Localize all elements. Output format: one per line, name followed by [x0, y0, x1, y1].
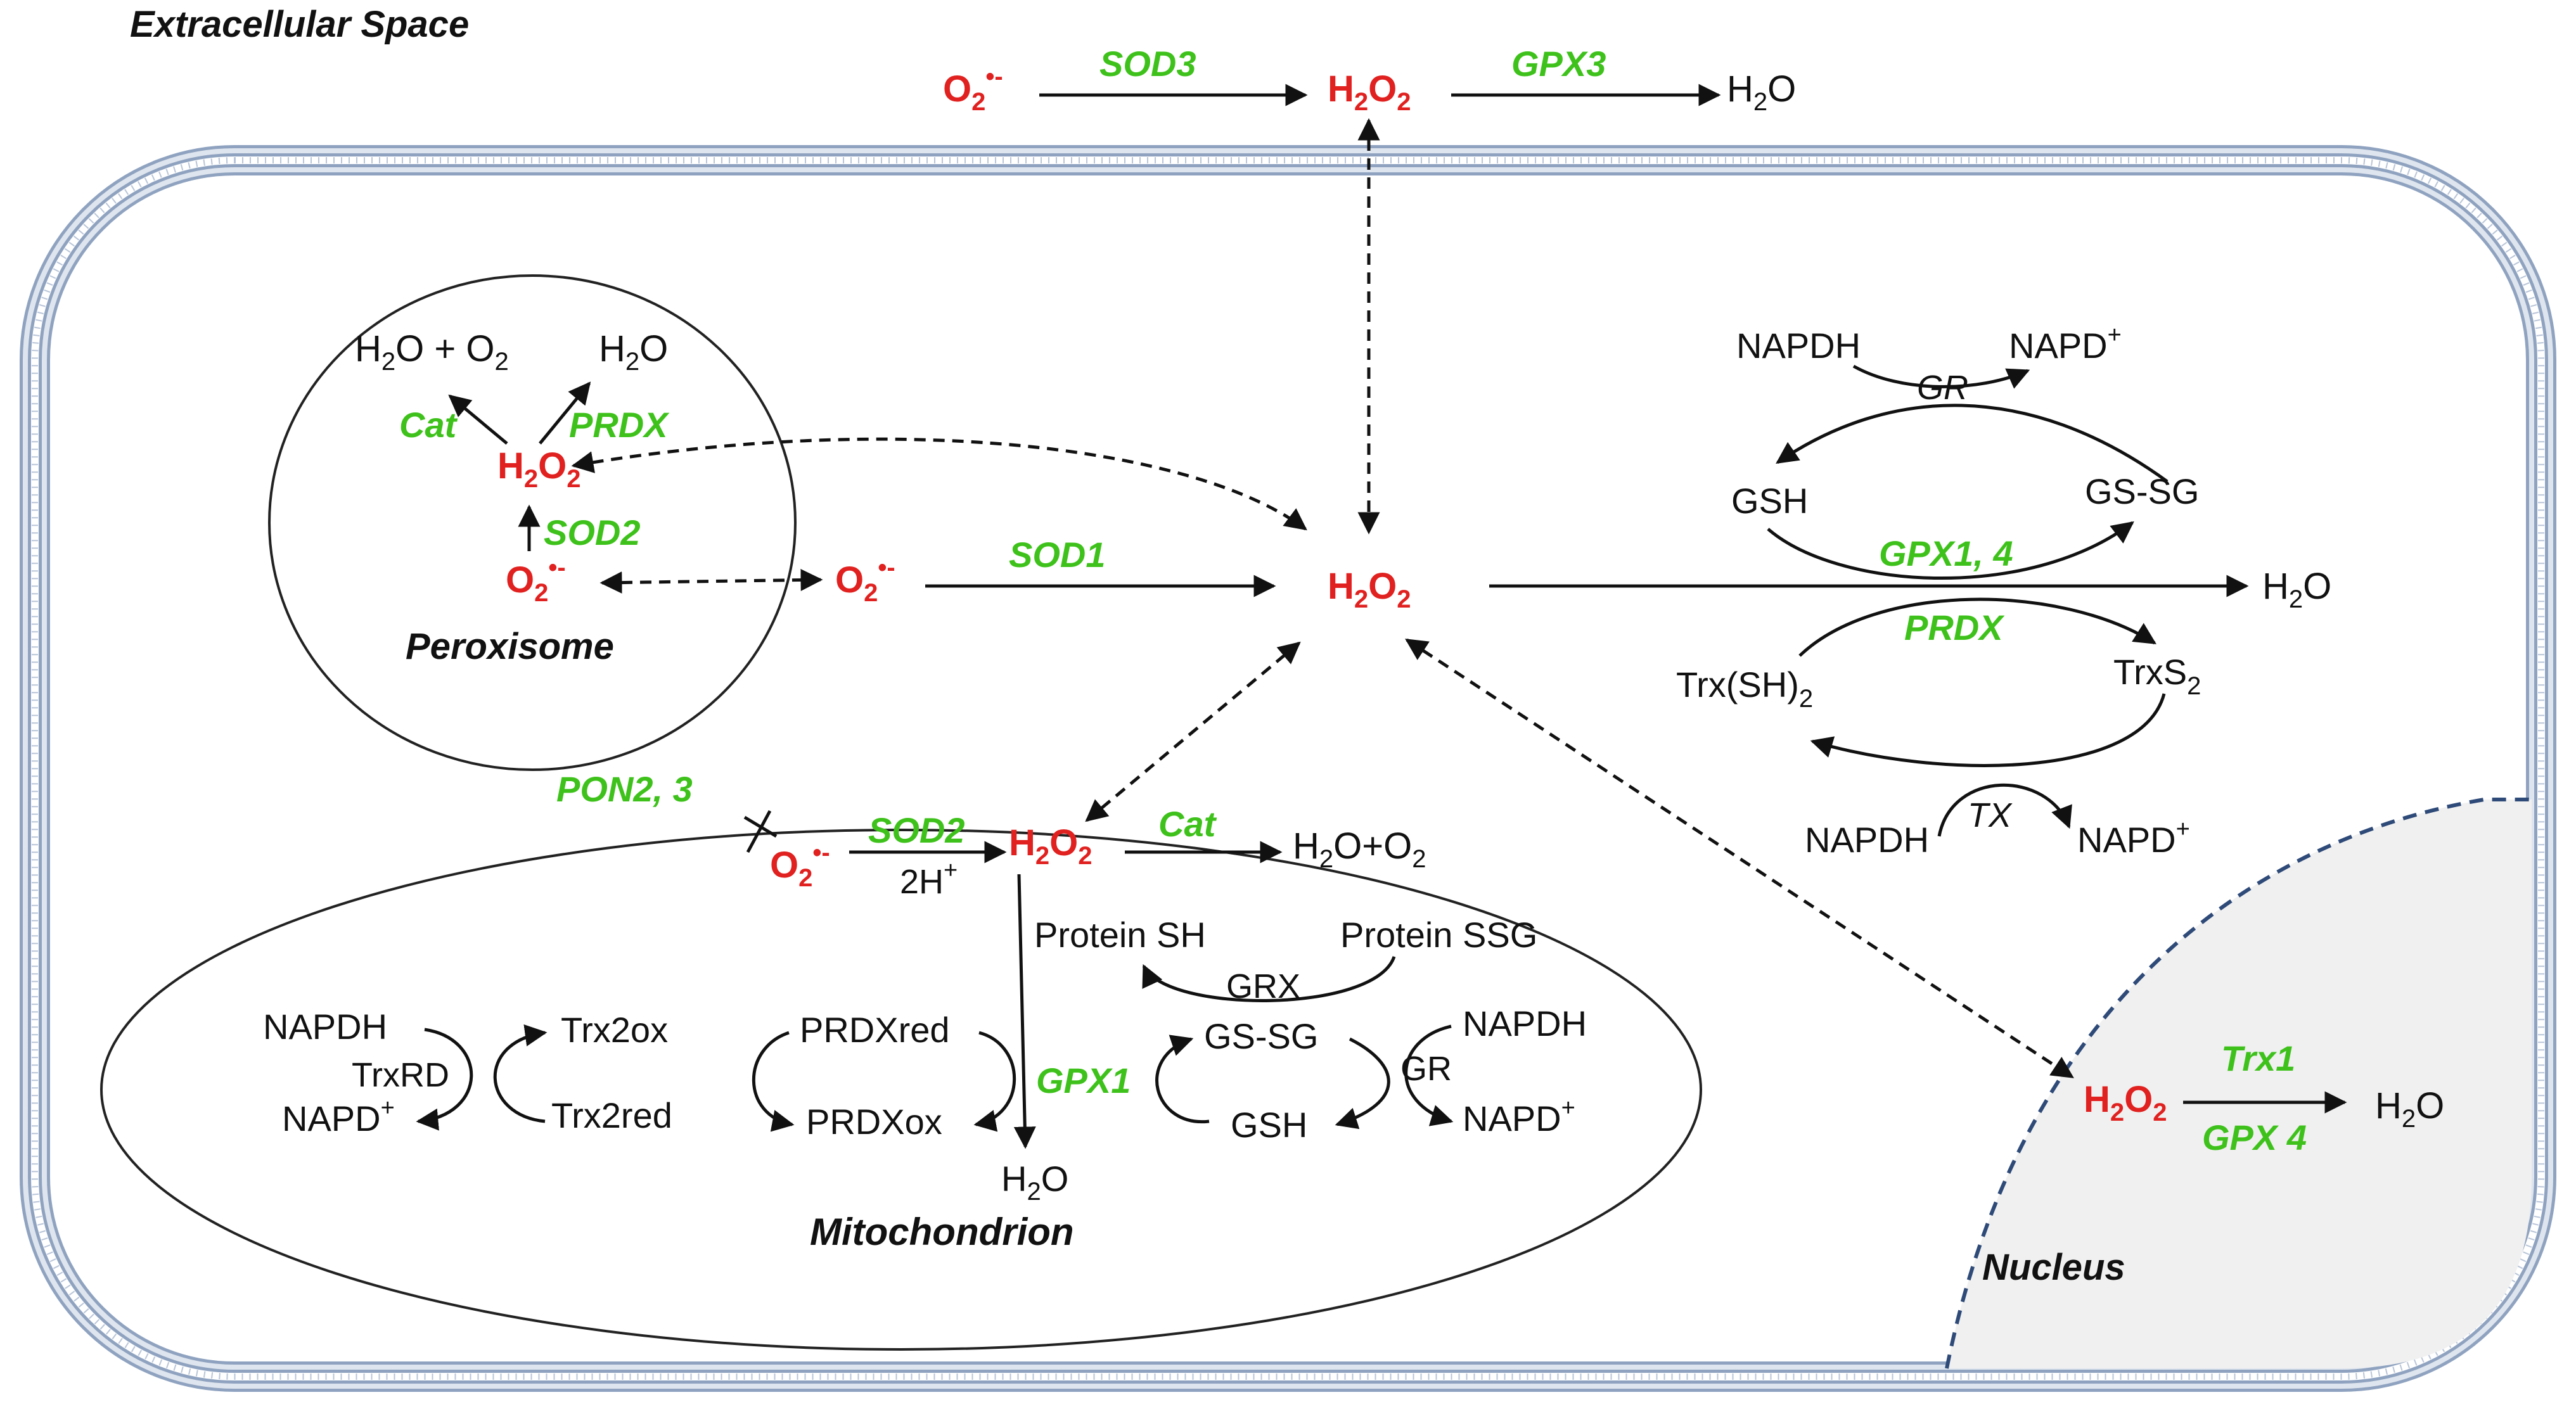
trx2red: Trx2red: [551, 1095, 672, 1135]
transport-mito-cytosol: [1085, 641, 1301, 822]
arrow-gpx1-cycle: [1155, 1035, 1210, 1124]
enzyme-gpx1-mito: GPX1: [1036, 1061, 1131, 1100]
trx-oxidized-cytosol: TrxS2: [2113, 652, 2201, 700]
pon-inhibition-bar: [746, 810, 772, 853]
enzyme-sod2-peroxisome: SOD2: [544, 513, 641, 552]
gssg-cytosol: GS-SG: [2085, 471, 2199, 511]
water-cytosol: H2O: [2262, 566, 2331, 613]
arrow-trxrd: [416, 1028, 473, 1131]
water-peroxisome: H2O: [599, 328, 668, 376]
arrow-prdx-trx: [752, 1031, 795, 1132]
trx-reduced-cytosol: Trx(SH)2: [1676, 665, 1813, 713]
arrow-cat-peroxisome: [448, 394, 508, 445]
superoxide-extracellular: O2•-: [943, 63, 1003, 116]
gsh-mito: GSH: [1231, 1105, 1307, 1145]
h2o2-mito: H2O2: [1009, 822, 1093, 870]
water-nucleus: H2O: [2375, 1085, 2444, 1133]
transport-superoxide: [599, 568, 823, 594]
mitochondrion-outline: [100, 829, 1702, 1351]
arrow-trx2-cycle: [493, 1024, 548, 1123]
arrow-gpx-cycle: [1767, 521, 2134, 580]
peroxisome-label: Peroxisome: [406, 626, 614, 667]
trx2ox: Trx2ox: [561, 1010, 668, 1050]
arrow-h2o2-down-mito: [1013, 874, 1036, 1149]
tx-label-cytosol: TX: [1968, 796, 2013, 834]
nadph-gr-cytosol: NAPDH: [1736, 326, 1861, 366]
enzyme-cat-mito: Cat: [1158, 804, 1217, 844]
transport-arrows: [571, 118, 2074, 1079]
nadph-gr-mito: NAPDH: [1463, 1004, 1587, 1043]
enzyme-prdx-cytosol: PRDX: [1904, 608, 2005, 647]
arrow-prdx-peroxisome: [539, 381, 591, 445]
nadp-trxrd: NAPD+: [282, 1095, 395, 1138]
arrow-gr-cycle-mito: [1335, 1037, 1390, 1130]
protein-sh: Protein SH: [1034, 915, 1206, 955]
gsh-cytosol: GSH: [1731, 481, 1808, 521]
enzyme-cat-peroxisome: Cat: [399, 405, 458, 445]
arrow-gr-nadph: [1852, 364, 2030, 389]
superoxide-peroxisome: O2•-: [506, 554, 566, 607]
gssg-mito: GS-SG: [1204, 1016, 1318, 1056]
reaction-arrows: [416, 84, 2347, 1149]
enzyme-gpx14: GPX1, 4: [1879, 533, 2013, 573]
h2o2-peroxisome: H2O2: [497, 445, 581, 493]
superoxide-cytosol: O2•-: [835, 554, 895, 607]
water-extracellular: H2O: [1727, 68, 1796, 116]
water-oxygen-mito: H2O+O2: [1293, 825, 1426, 873]
transport-peroxisome-cytosol: [571, 437, 1307, 531]
enzyme-sod2-mito: SOD2: [868, 810, 965, 850]
h2o2-cytosol: H2O2: [1328, 566, 1411, 613]
protein-ssg: Protein SSG: [1340, 915, 1537, 955]
nadp-gr-cytosol: NAPD+: [2009, 322, 2122, 366]
arrow-grx: [1142, 956, 1396, 1003]
nadp-gr-mito: NAPD+: [1463, 1095, 1575, 1138]
h2o2-nucleus: H2O2: [2084, 1079, 2167, 1126]
arrow-tx-cycle-bottom: [1810, 693, 2166, 767]
peroxisome-outline: [268, 274, 797, 771]
water-oxygen-peroxisome: H2O + O2: [355, 328, 509, 376]
two-protons: 2H+: [900, 857, 958, 901]
nucleus-border: [1945, 798, 2532, 1369]
mitochondrion-label: Mitochondrion: [810, 1211, 1074, 1253]
trxrd-label: TrxRD: [352, 1056, 449, 1094]
prdx-ox: PRDXox: [806, 1102, 942, 1142]
arrow-prdx-cycle-mito: [973, 1031, 1016, 1132]
cell-membrane: [20, 145, 2556, 1392]
enzyme-pon23: PON2, 3: [556, 769, 693, 809]
h2o2-extracellular: H2O2: [1328, 68, 1411, 116]
nucleus-region: [1947, 800, 2532, 1368]
superoxide-mito: O2•-: [770, 839, 830, 892]
water-mito: H2O: [1001, 1159, 1068, 1206]
nadph-tx-cytosol: NAPDH: [1805, 820, 1929, 860]
enzyme-sod1: SOD1: [1009, 535, 1106, 575]
extracellular-label: Extracellular Space: [130, 4, 469, 45]
enzyme-trx1: Trx1: [2221, 1038, 2295, 1078]
nucleus-label: Nucleus: [1982, 1247, 2125, 1288]
enzyme-prdx-peroxisome: PRDX: [569, 405, 670, 445]
enzyme-sod3: SOD3: [1099, 44, 1196, 84]
nadph-trxrd: NAPDH: [263, 1007, 387, 1047]
prdx-red: PRDXred: [800, 1010, 950, 1050]
enzyme-gpx4: GPX 4: [2202, 1118, 2307, 1157]
arrow-prdx-cycle: [1798, 597, 2156, 657]
nadp-tx-cytosol: NAPD+: [2077, 816, 2190, 860]
arrow-gr-cycle-top: [1776, 404, 2169, 483]
enzyme-gpx3: GPX3: [1511, 44, 1606, 84]
